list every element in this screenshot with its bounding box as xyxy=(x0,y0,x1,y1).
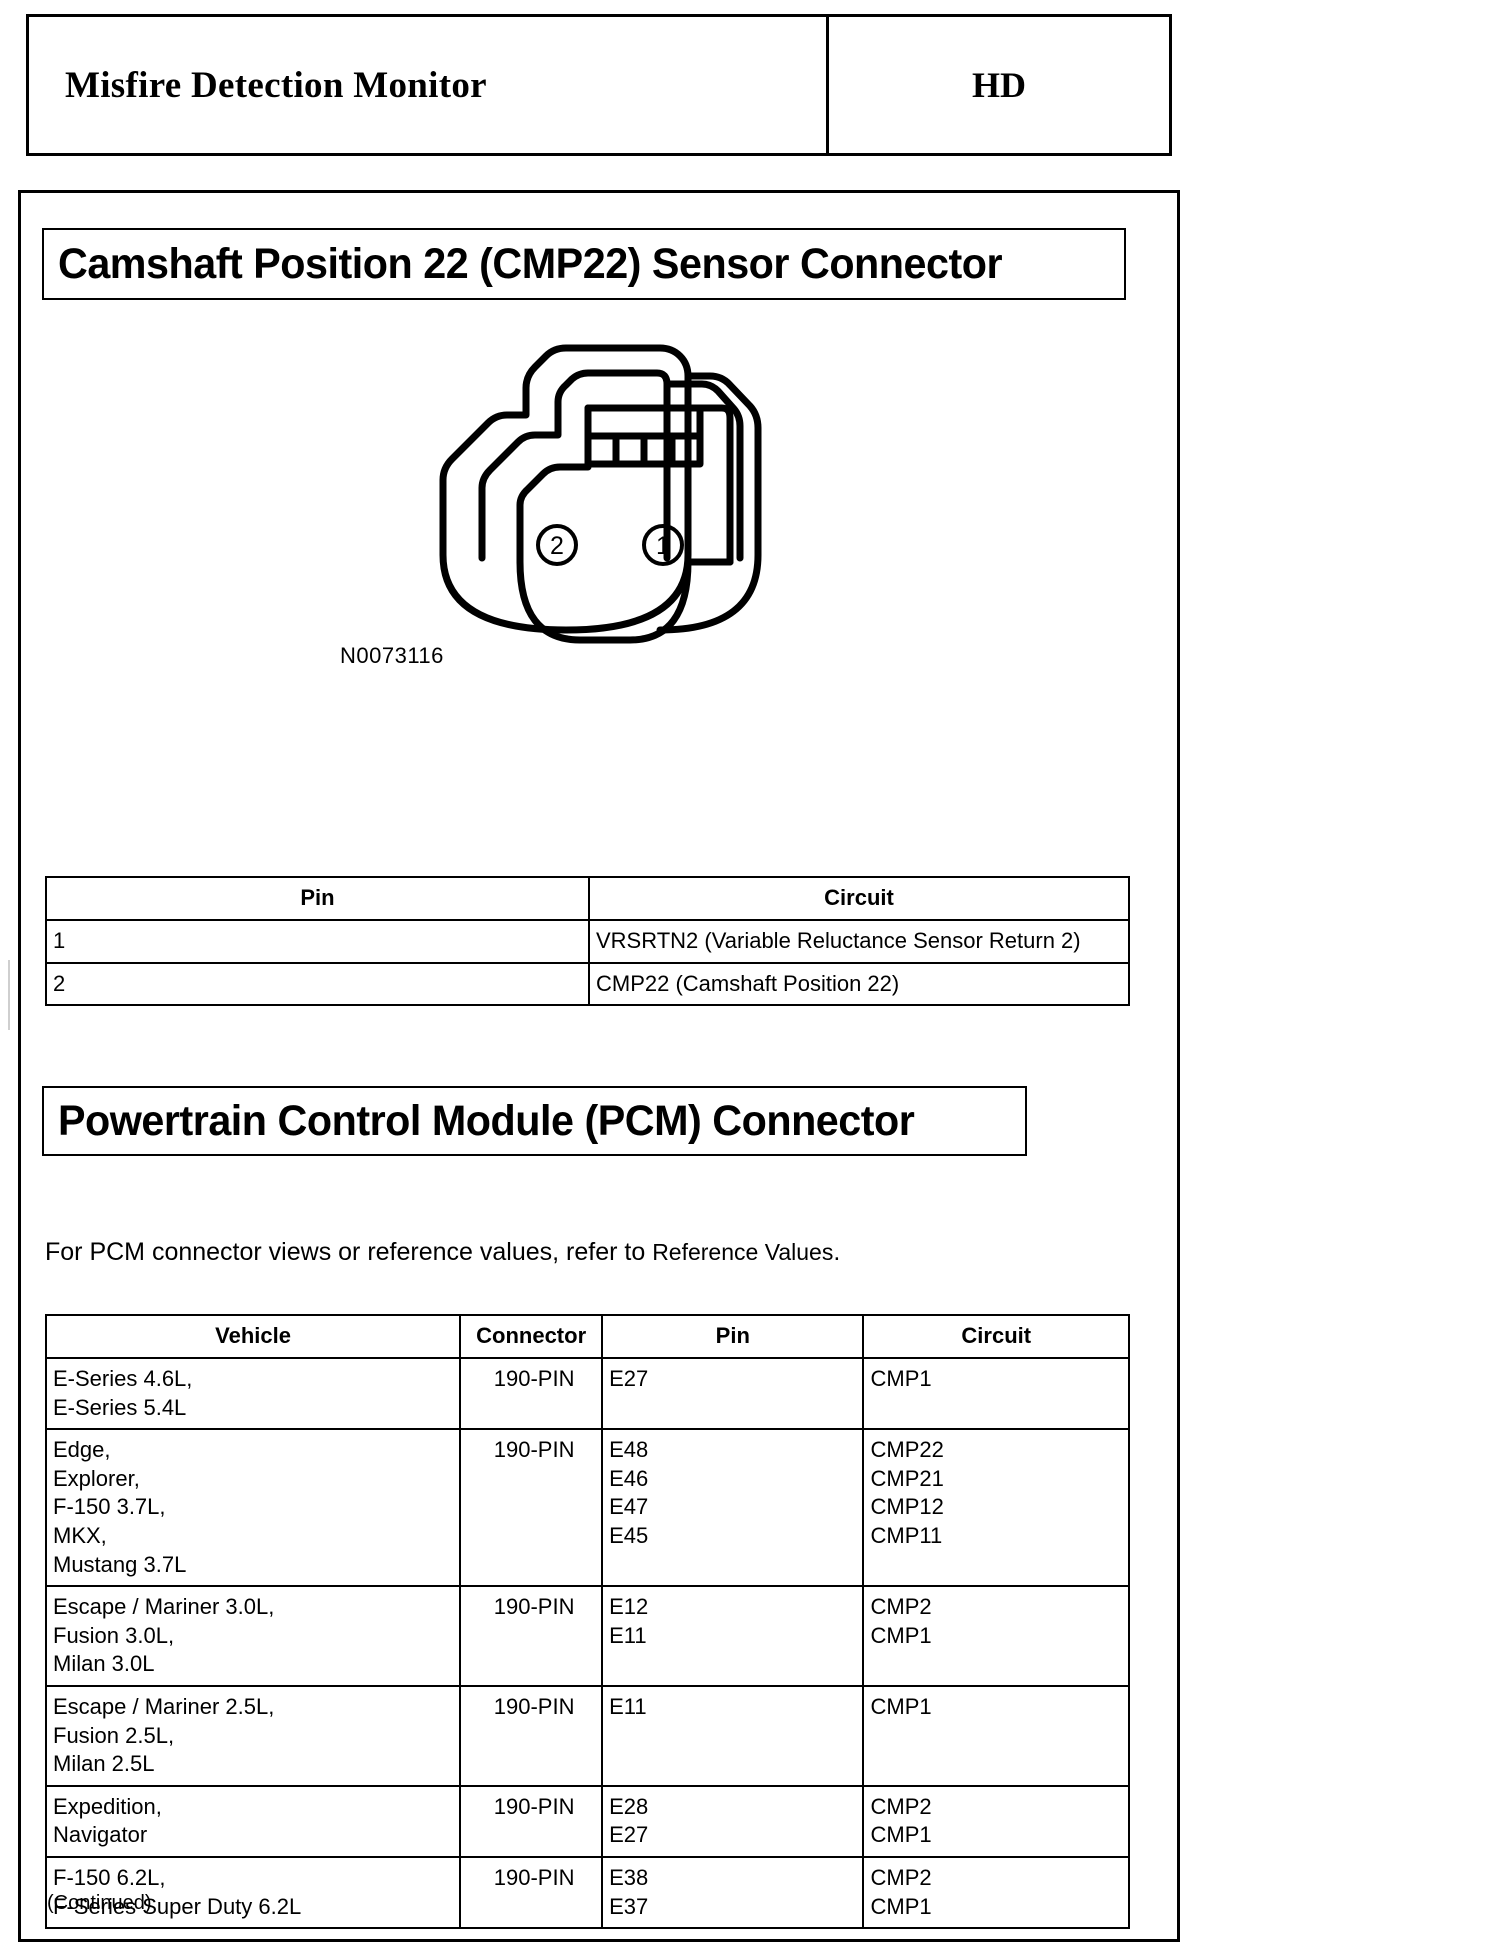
table-row: Edge, Explorer, F-150 3.7L, MKX, Mustang… xyxy=(44,1428,1130,1588)
cell-circuit: CMP2 CMP1 xyxy=(862,1784,1130,1858)
table-row: F-150 6.2L, F-Series Super Duty 6.2L 190… xyxy=(44,1855,1130,1930)
cell-circuit: CMP1 xyxy=(862,1356,1130,1431)
figure-caption: N0073116 xyxy=(340,643,444,668)
cell-vehicle: F-150 6.2L, F-Series Super Duty 6.2L xyxy=(44,1855,462,1930)
pcm-connector-table: Vehicle Connector Pin Circuit E-Series 4… xyxy=(44,1314,1130,1930)
column-header-vehicle: Vehicle xyxy=(44,1314,462,1359)
table-row: 2 CMP22 (Camshaft Position 22) xyxy=(45,961,1130,1007)
cell-connector: 190-PIN xyxy=(459,1784,604,1858)
cell-pin: E27 xyxy=(601,1356,865,1431)
pin-circle-2 xyxy=(536,524,578,566)
cell-pin: E48 E46 E47 E45 xyxy=(601,1428,865,1588)
pin-circle-2-label: 2 xyxy=(550,532,564,560)
reference-values-link[interactable]: Reference Values xyxy=(652,1239,834,1265)
table-row: Expedition, Navigator 190-PIN E28 E27 CM… xyxy=(44,1784,1130,1858)
cell-vehicle: Expedition, Navigator xyxy=(44,1784,462,1858)
column-header-circuit: Circuit xyxy=(588,876,1130,921)
column-header-pin: Pin xyxy=(45,876,590,921)
cell-vehicle: E-Series 4.6L, E-Series 5.4L xyxy=(44,1356,462,1431)
cell-pin: E38 E37 xyxy=(601,1855,865,1930)
cell-pin: E12 E11 xyxy=(601,1585,865,1687)
table-row: Escape / Mariner 3.0L, Fusion 3.0L, Mila… xyxy=(44,1585,1130,1687)
pcm-intro-paragraph: For PCM connector views or reference val… xyxy=(45,1238,840,1267)
table-row: E-Series 4.6L, E-Series 5.4L 190-PIN E27… xyxy=(44,1356,1130,1431)
section-banner-cmp22: Camshaft Position 22 (CMP22) Sensor Conn… xyxy=(42,228,1126,300)
scan-tick-left xyxy=(8,960,10,1030)
page-code-label: HD xyxy=(972,65,1026,105)
cell-circuit: CMP2 CMP1 xyxy=(862,1855,1130,1930)
page-header: Misfire Detection Monitor HD xyxy=(26,14,1172,156)
pcm-intro-text: For PCM connector views or reference val… xyxy=(45,1238,653,1266)
pin-circle-1-label: 1 xyxy=(656,532,670,560)
cell-vehicle: Edge, Explorer, F-150 3.7L, MKX, Mustang… xyxy=(44,1428,462,1588)
page-title-cell: Misfire Detection Monitor xyxy=(29,17,829,153)
content-frame xyxy=(18,190,1180,1942)
cell-connector: 190-PIN xyxy=(459,1585,604,1687)
cell-circuit: VRSRTN2 (Variable Reluctance Sensor Retu… xyxy=(588,919,1130,964)
table-row: Escape / Mariner 2.5L, Fusion 2.5L, Mila… xyxy=(44,1684,1130,1787)
cell-pin: E28 E27 xyxy=(601,1784,865,1858)
table-header-row: Pin Circuit xyxy=(45,876,1130,921)
pin-circle-1 xyxy=(642,524,684,566)
table-row: 1 VRSRTN2 (Variable Reluctance Sensor Re… xyxy=(45,919,1130,964)
pcm-intro-text-end: . xyxy=(833,1238,841,1266)
cell-vehicle: Escape / Mariner 2.5L, Fusion 2.5L, Mila… xyxy=(44,1684,462,1787)
cell-circuit: CMP2 CMP1 xyxy=(862,1585,1130,1687)
cell-connector: 190-PIN xyxy=(459,1684,604,1787)
page-code-cell: HD xyxy=(829,17,1169,153)
column-header-pin: Pin xyxy=(601,1314,865,1359)
page-title: Misfire Detection Monitor xyxy=(65,64,487,106)
column-header-connector: Connector xyxy=(459,1314,604,1359)
cell-circuit: CMP22 CMP21 CMP12 CMP11 xyxy=(862,1428,1130,1588)
section-banner-pcm: Powertrain Control Module (PCM) Connecto… xyxy=(42,1086,1027,1156)
section-banner-pcm-label: Powertrain Control Module (PCM) Connecto… xyxy=(58,1096,915,1145)
table-header-row: Vehicle Connector Pin Circuit xyxy=(44,1314,1130,1359)
continued-note: (Continued) xyxy=(47,1892,152,1914)
cell-pin: 1 xyxy=(45,919,590,964)
cell-vehicle: Escape / Mariner 3.0L, Fusion 3.0L, Mila… xyxy=(44,1585,462,1687)
cell-connector: 190-PIN xyxy=(459,1356,604,1431)
cell-connector: 190-PIN xyxy=(459,1428,604,1588)
section-banner-cmp22-label: Camshaft Position 22 (CMP22) Sensor Conn… xyxy=(58,239,1003,288)
cell-connector: 190-PIN xyxy=(459,1855,604,1930)
cell-circuit: CMP1 xyxy=(862,1684,1130,1787)
cell-circuit: CMP22 (Camshaft Position 22) xyxy=(588,961,1130,1007)
pin-circuit-table: Pin Circuit 1 VRSRTN2 (Variable Reluctan… xyxy=(45,876,1130,1007)
cell-pin: E11 xyxy=(601,1684,865,1787)
column-header-circuit: Circuit xyxy=(862,1314,1130,1359)
cmp22-connector-diagram: 2 1 xyxy=(330,340,850,690)
cell-pin: 2 xyxy=(45,961,590,1007)
